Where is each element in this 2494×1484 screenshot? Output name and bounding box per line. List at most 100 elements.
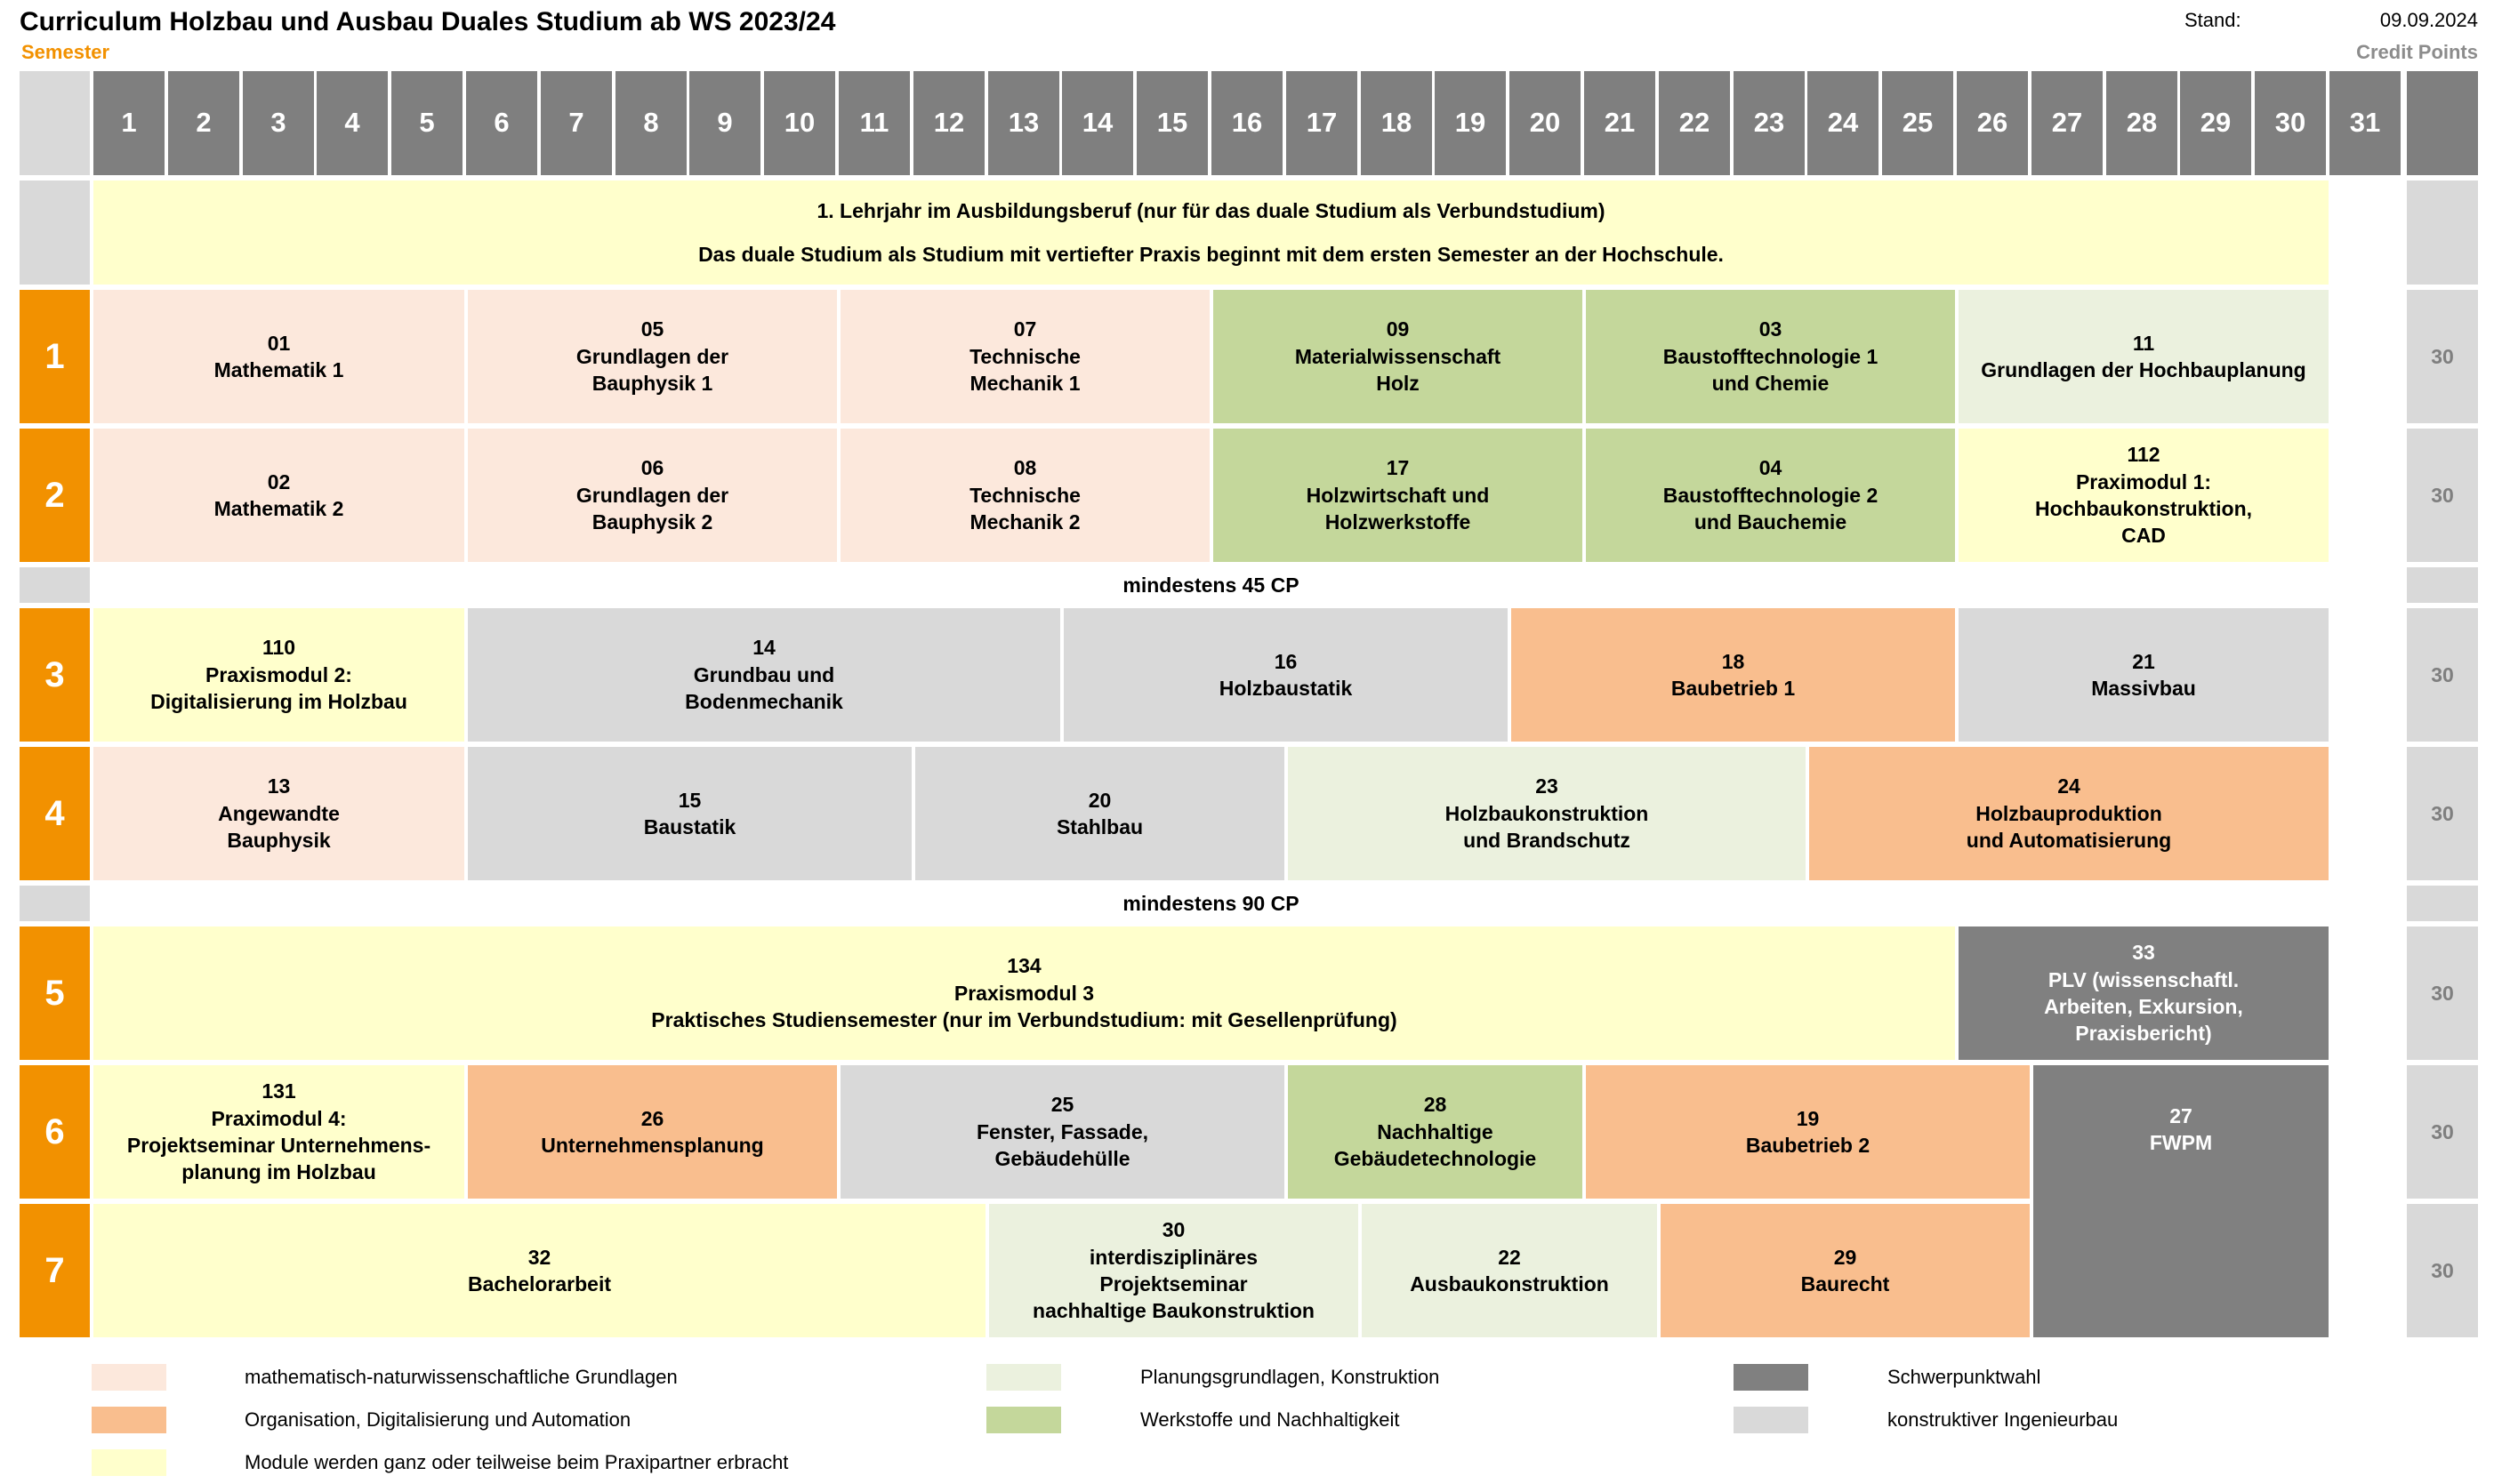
- module-27: 27 FWPM: [2033, 1065, 2329, 1337]
- module-05: 05 Grundlagen der Bauphysik 1: [468, 290, 837, 423]
- milestone-90-cp: mindestens 90 CP: [1122, 891, 1299, 915]
- semester-7-cp: 30: [2407, 1204, 2478, 1337]
- module-16: 16 Holzbaustatik: [1064, 608, 1508, 742]
- legend-label-math: mathematisch-naturwissenschaftliche Grun…: [245, 1366, 678, 1388]
- legend-label-plan: Planungsgrundlagen, Konstruktion: [1140, 1366, 1440, 1388]
- column-header: 17: [1286, 71, 1357, 175]
- module-20: 20 Stahlbau: [915, 747, 1284, 880]
- column-header: 2: [168, 71, 239, 175]
- legend-label-schw: Schwerpunktwahl: [1887, 1366, 2041, 1388]
- module-23: 23 Holzbaukonstruktion und Brandschutz: [1288, 747, 1806, 880]
- module-21: 21 Massivbau: [1959, 608, 2329, 742]
- module-13: 13 Angewandte Bauphysik: [93, 747, 464, 880]
- intro-left-gap: [20, 180, 90, 285]
- column-header: 21: [1584, 71, 1655, 175]
- column-header: 15: [1137, 71, 1208, 175]
- module-04: 04 Baustofftechnologie 2 und Bauchemie: [1586, 429, 1955, 562]
- legend-label-org: Organisation, Digitalisierung und Automa…: [245, 1408, 632, 1431]
- module-08: 08 Technische Mechanik 2: [841, 429, 1210, 562]
- column-header: 4: [317, 71, 388, 175]
- semester-1-cp: 30: [2407, 290, 2478, 423]
- column-header: 23: [1734, 71, 1805, 175]
- milestone-left-gap-1: [20, 567, 90, 603]
- header-corner-left: [20, 71, 90, 175]
- module-24: 24 Holzbauproduktion und Automatisierung: [1809, 747, 2329, 880]
- module-09: 09 Materialwissenschaft Holz: [1213, 290, 1582, 423]
- credit-points-label: Credit Points: [2356, 41, 2478, 63]
- semester-7-label: 7: [20, 1204, 90, 1337]
- column-header: 29: [2180, 71, 2251, 175]
- intro-band: 1. Lehrjahr im Ausbildungsberuf (nur für…: [93, 180, 2329, 285]
- column-header: 3: [243, 71, 314, 175]
- column-header: 11: [839, 71, 910, 175]
- module-01: 01 Mathematik 1: [93, 290, 464, 423]
- module-03: 03 Baustofftechnologie 1 und Chemie: [1586, 290, 1955, 423]
- milestone-45-cp: mindestens 45 CP: [1122, 573, 1299, 597]
- module-07: 07 Technische Mechanik 1: [841, 290, 1210, 423]
- module-25: 25 Fenster, Fassade, Gebäudehülle: [841, 1065, 1284, 1199]
- column-header: 31: [2329, 71, 2401, 175]
- module-134: 134 Praxismodul 3 Praktisches Studiensem…: [93, 926, 1955, 1060]
- column-header: 28: [2106, 71, 2177, 175]
- column-header: 27: [2031, 71, 2103, 175]
- legend-swatch-org: [92, 1407, 166, 1433]
- module-14: 14 Grundbau und Bodenmechanik: [468, 608, 1060, 742]
- module-22: 22 Ausbaukonstruktion: [1362, 1204, 1657, 1337]
- module-11: 11 Grundlagen der Hochbauplanung: [1959, 290, 2329, 423]
- semester-6-cp: 30: [2407, 1065, 2478, 1199]
- stand-date: 09.09.2024: [2379, 9, 2478, 31]
- module-131: 131 Praximodul 4: Projektseminar Unterne…: [93, 1065, 464, 1199]
- semester-5-cp: 30: [2407, 926, 2478, 1060]
- semester-2-cp: 30: [2407, 429, 2478, 562]
- column-header: 5: [391, 71, 463, 175]
- column-header: 24: [1807, 71, 1879, 175]
- column-header: 30: [2255, 71, 2326, 175]
- module-19: 19 Baubetrieb 2: [1586, 1065, 2030, 1199]
- column-header: 8: [615, 71, 687, 175]
- legend-label-werk: Werkstoffe und Nachhaltigkeit: [1140, 1408, 1400, 1431]
- semester-1-label: 1: [20, 290, 90, 423]
- intro-line-2: Das duale Studium als Studium mit vertie…: [698, 242, 1724, 266]
- module-17: 17 Holzwirtschaft und Holzwerkstoffe: [1213, 429, 1582, 562]
- module-18: 18 Baubetrieb 1: [1511, 608, 1955, 742]
- column-header: 12: [913, 71, 985, 175]
- milestone-left-gap-2: [20, 886, 90, 921]
- module-06: 06 Grundlagen der Bauphysik 2: [468, 429, 837, 562]
- semester-3-cp: 30: [2407, 608, 2478, 742]
- legend-swatch-plan: [986, 1364, 1061, 1391]
- semester-3-label: 3: [20, 608, 90, 742]
- intro-cp-gap: [2407, 180, 2478, 285]
- column-header: 1: [93, 71, 165, 175]
- module-112: 112 Praximodul 1: Hochbaukonstruktion, C…: [1959, 429, 2329, 562]
- legend-label-kons: konstruktiver Ingenieurbau: [1887, 1408, 2119, 1431]
- semester-4-cp: 30: [2407, 747, 2478, 880]
- column-header: 7: [541, 71, 612, 175]
- column-header: 25: [1882, 71, 1953, 175]
- legend-swatch-math: [92, 1364, 166, 1391]
- column-header: 6: [466, 71, 537, 175]
- module-29: 29 Baurecht: [1661, 1204, 2030, 1337]
- column-header: 20: [1509, 71, 1581, 175]
- milestone-cp-gap-1: [2407, 567, 2478, 603]
- module-110: 110 Praxismodul 2: Digitalisierung im Ho…: [93, 608, 464, 742]
- column-header: 14: [1062, 71, 1133, 175]
- column-header: 18: [1361, 71, 1432, 175]
- header-corner-right: [2407, 71, 2478, 175]
- stand-label: Stand:: [2184, 9, 2241, 31]
- semester-6-label: 6: [20, 1065, 90, 1199]
- legend-swatch-kons: [1734, 1407, 1808, 1433]
- column-header: 22: [1659, 71, 1730, 175]
- legend-swatch-prax: [92, 1449, 166, 1476]
- module-32: 32 Bachelorarbeit: [93, 1204, 986, 1337]
- module-33: 33 PLV (wissenschaftl. Arbeiten, Exkursi…: [1959, 926, 2329, 1060]
- column-header: 26: [1957, 71, 2028, 175]
- legend-swatch-schw: [1734, 1364, 1808, 1391]
- module-28: 28 Nachhaltige Gebäudetechnologie: [1288, 1065, 1582, 1199]
- module-30: 30 interdisziplinäres Projektseminar nac…: [989, 1204, 1358, 1337]
- module-26: 26 Unternehmensplanung: [468, 1065, 837, 1199]
- column-header: 13: [988, 71, 1059, 175]
- module-15: 15 Baustatik: [468, 747, 912, 880]
- intro-line-1: 1. Lehrjahr im Ausbildungsberuf (nur für…: [817, 199, 1605, 223]
- column-header: 19: [1435, 71, 1506, 175]
- page-title: Curriculum Holzbau und Ausbau Duales Stu…: [20, 7, 836, 36]
